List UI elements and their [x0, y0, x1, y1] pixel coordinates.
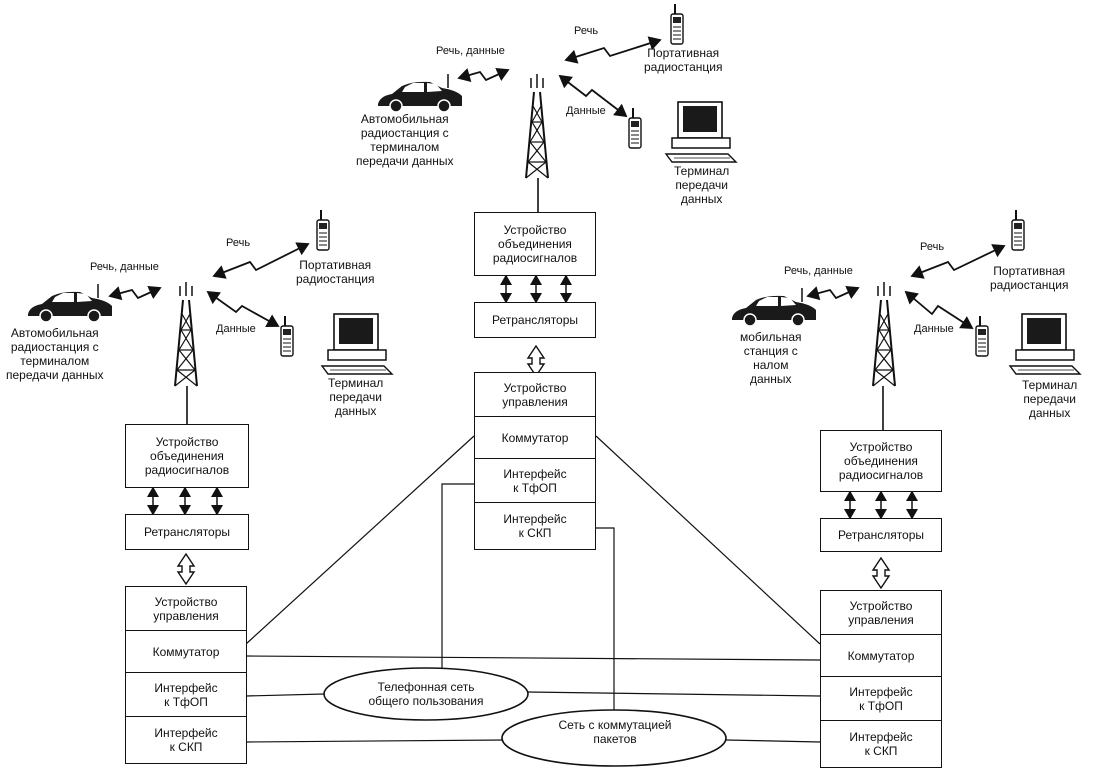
pstn-network-label: Телефонная сеть общего пользования — [368, 680, 484, 708]
right-tower-icon — [872, 281, 896, 387]
left-car-icon — [27, 283, 113, 323]
top-vehicle-label: Автомобильная радиостанция с терминалом … — [356, 112, 454, 168]
left-data-label: Данные — [216, 323, 256, 335]
top-radio2-icon — [628, 107, 642, 149]
left-tower-icon — [174, 281, 198, 387]
left-control-stack: Устройство управления Коммутатор Интерфе… — [125, 586, 247, 764]
top-cell — [377, 3, 737, 378]
left-terminal-label: Терминал передачи данных — [328, 376, 384, 418]
left-pstn-iface-cell: Интерфейс к ТфОП — [126, 673, 246, 717]
left-computer-icon — [321, 313, 393, 375]
top-speech-label: Речь — [574, 25, 599, 37]
left-vehicle-label: Автомобильная радиостанция с терминалом … — [6, 326, 104, 382]
left-radio2-icon — [280, 315, 294, 357]
left-repeaters-box: Ретрансляторы — [125, 514, 249, 550]
left-control-cell: Устройство управления — [126, 587, 246, 631]
top-psn-iface-cell: Интерфейс к СКП — [503, 511, 567, 540]
left-speech-data-label: Речь, данные — [90, 261, 159, 273]
top-switch-cell: Коммутатор — [475, 417, 595, 459]
top-car-icon — [377, 73, 463, 113]
left-cell — [27, 209, 393, 586]
top-control-stack: Устройство управления Коммутатор Интерфе… — [474, 372, 596, 550]
right-data-label: Данные — [914, 323, 954, 335]
right-speech-data-label: Речь, данные — [784, 265, 853, 277]
left-switch-cell: Коммутатор — [126, 631, 246, 673]
right-computer-icon — [1009, 313, 1081, 375]
top-portable-label: Портативная радиостанция — [644, 46, 723, 74]
right-radio2-icon — [975, 315, 989, 357]
top-speech-data-label: Речь, данные — [436, 45, 505, 57]
right-control-stack: Устройство управления Коммутатор Интерфе… — [820, 590, 942, 768]
right-car-icon — [731, 287, 817, 327]
left-radio-icon — [316, 209, 330, 251]
top-terminal-label: Терминал передачи данных — [674, 164, 730, 206]
right-switch-cell: Коммутатор — [821, 635, 941, 677]
psn-network-label: Сеть с коммутацией пакетов — [558, 718, 672, 746]
right-combiner-box: Устройство объединения радиосигналов — [820, 430, 942, 492]
top-computer-icon — [665, 101, 737, 163]
top-pstn-iface-cell: Интерфейс к ТфОП — [475, 459, 595, 503]
left-combiner-box: Устройство объединения радиосигналов — [125, 424, 249, 488]
right-terminal-label: Терминал передачи данных — [1022, 378, 1078, 420]
right-portable-label: Портативная радиостанция — [990, 264, 1069, 292]
top-tower-icon — [525, 73, 549, 179]
top-repeaters-box: Ретрансляторы — [474, 302, 596, 338]
right-pstn-iface-cell: Интерфейс к ТфОП — [821, 677, 941, 721]
right-speech-label: Речь — [920, 241, 945, 253]
top-combiner-box: Устройство объединения радиосигналов — [474, 212, 596, 276]
left-psn-iface-cell: Интерфейс к СКП — [154, 725, 218, 754]
right-control-cell: Устройство управления — [821, 591, 941, 635]
right-repeaters-box: Ретрансляторы — [820, 518, 942, 552]
right-vehicle-label: мобильная станция с налом данных — [740, 330, 802, 386]
interconnect-lines — [245, 435, 821, 743]
right-psn-iface-cell: Интерфейс к СКП — [849, 729, 913, 758]
top-data-label: Данные — [566, 105, 606, 117]
left-portable-label: Портативная радиостанция — [296, 258, 375, 286]
right-cell — [731, 209, 1081, 590]
top-radio-icon — [670, 3, 684, 45]
psn-network — [501, 709, 727, 767]
pstn-network — [323, 667, 529, 721]
right-radio-icon — [1011, 209, 1025, 251]
left-speech-label: Речь — [226, 237, 251, 249]
top-control-cell: Устройство управления — [475, 373, 595, 417]
